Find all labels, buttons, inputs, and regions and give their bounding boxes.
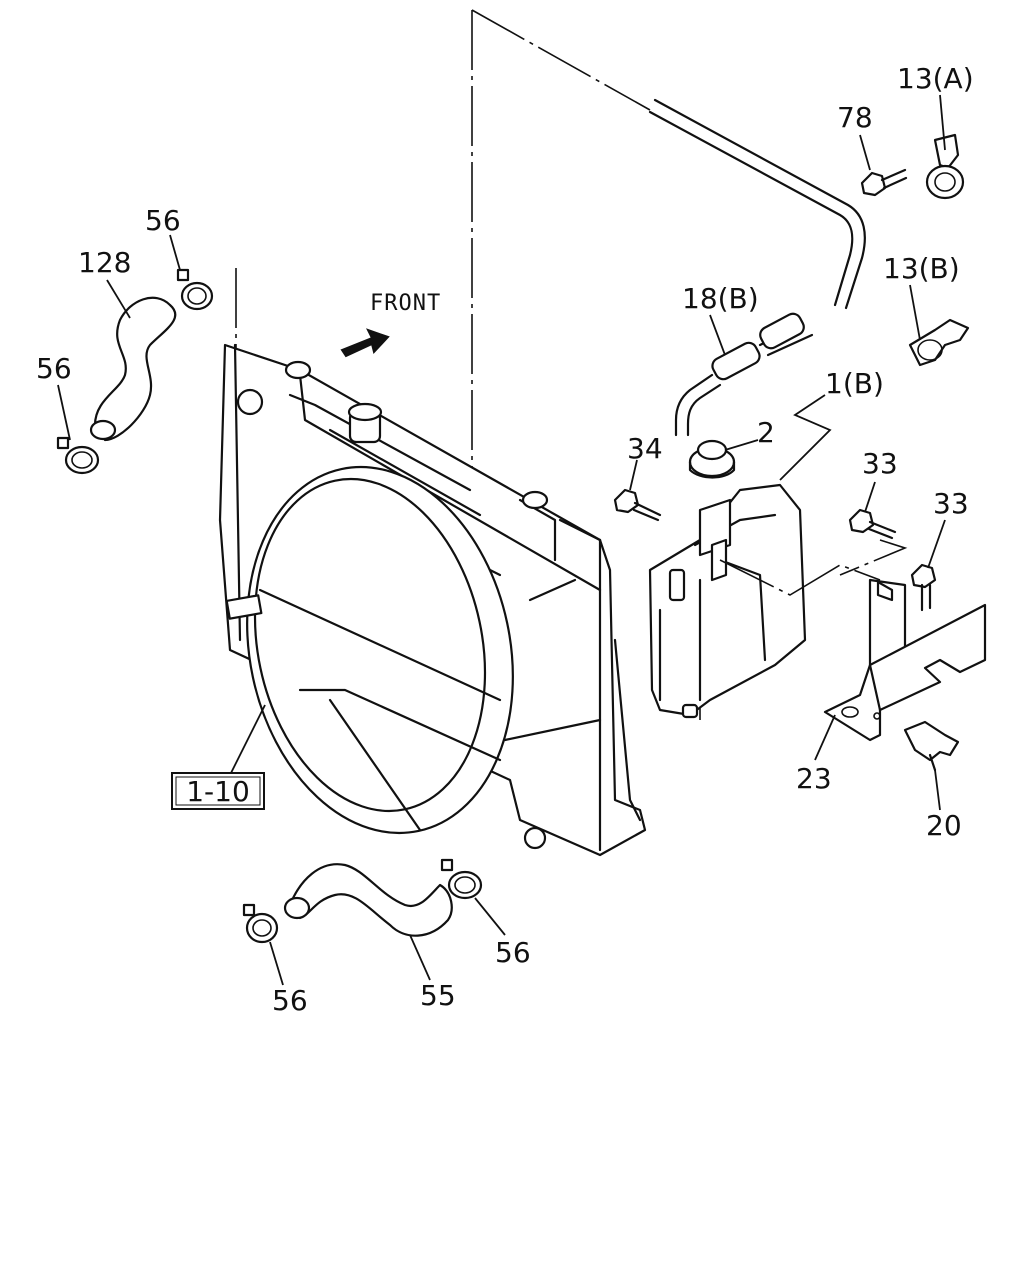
clip-13a	[925, 133, 965, 200]
front-label: FRONT	[370, 291, 441, 316]
bolt-33-left	[848, 508, 897, 540]
bracket-23	[823, 578, 987, 742]
reference-box-label: 1-10	[186, 775, 250, 808]
overflow-hose-18b	[648, 98, 866, 437]
clamp-56-left	[56, 436, 100, 475]
callout-34: 34	[627, 432, 663, 465]
callout-56-top: 56	[145, 204, 181, 237]
callout-13b: 13(B)	[883, 252, 960, 285]
callout-55: 55	[420, 979, 456, 1012]
clamp-56-mid	[440, 858, 483, 900]
callout-2: 2	[757, 416, 775, 449]
callout-128: 128	[78, 246, 131, 279]
callout-56-bottom: 56	[272, 984, 308, 1017]
upper-hose-128	[89, 296, 177, 442]
fan-shroud	[225, 465, 514, 835]
reserve-tank-1b	[648, 483, 807, 719]
clamp-56-bottom	[242, 903, 279, 944]
lower-hose-55	[283, 863, 453, 937]
bolt-33-right	[910, 563, 937, 612]
leader-lines	[57, 94, 946, 986]
bolt-34	[613, 488, 662, 522]
clip-20	[903, 720, 960, 772]
callout-33-left: 33	[862, 447, 898, 480]
tank-mount-line	[719, 539, 908, 596]
callout-33-right: 33	[933, 487, 969, 520]
callout-1b: 1(B)	[825, 367, 884, 400]
callout-18b: 18(B)	[682, 282, 759, 315]
callout-78: 78	[837, 101, 873, 134]
reference-box-1-10: 1-10	[171, 772, 265, 810]
front-arrow-icon	[340, 328, 390, 358]
callout-56-mid: 56	[495, 936, 531, 969]
callout-23: 23	[796, 762, 832, 795]
clip-13b	[908, 318, 970, 367]
callout-56-left: 56	[36, 352, 72, 385]
radiator-fittings	[236, 360, 549, 850]
tank-cap-2	[688, 439, 736, 479]
callout-20: 20	[926, 809, 962, 842]
callout-13a: 13(A)	[897, 62, 974, 95]
bolt-78	[860, 168, 908, 197]
clamp-56-top	[176, 268, 214, 311]
